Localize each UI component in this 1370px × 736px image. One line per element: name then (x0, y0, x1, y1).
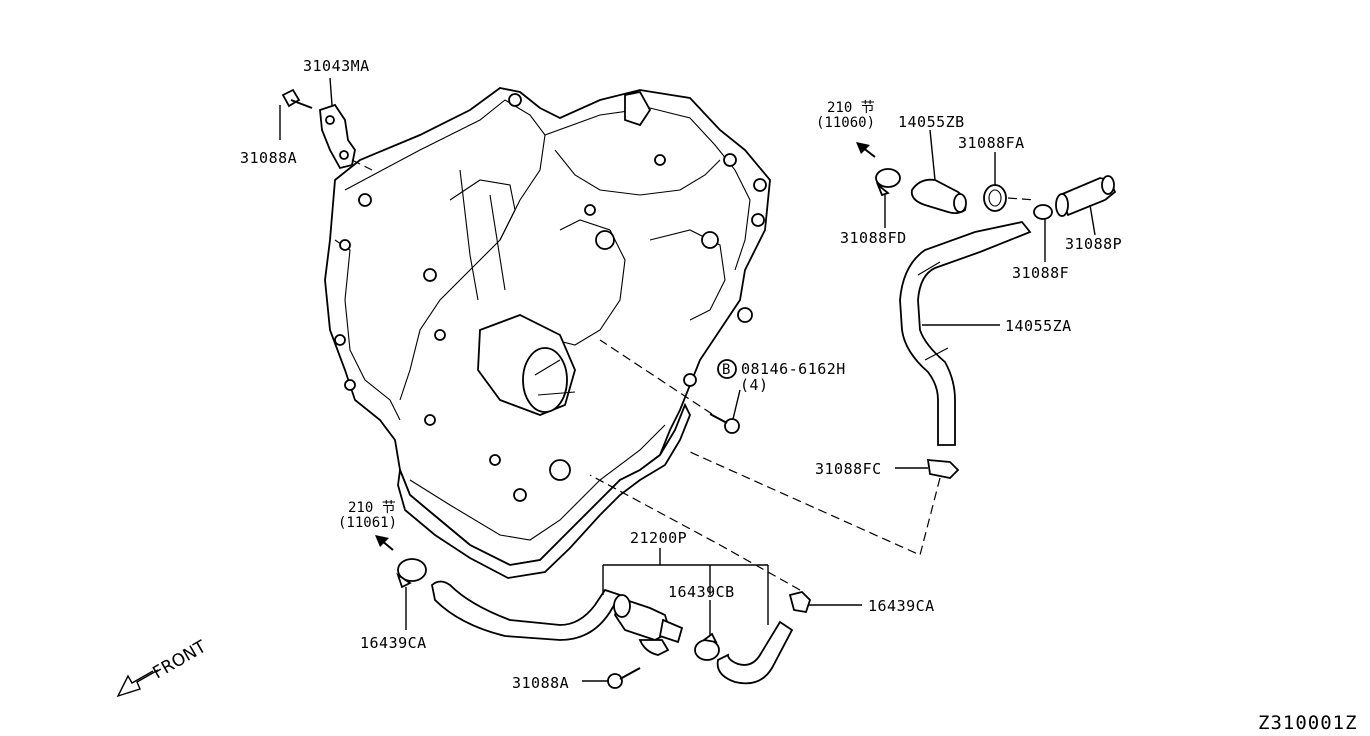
label-16439CA-right: 16439CA (868, 597, 935, 615)
front-arrow (116, 669, 159, 698)
label-31088A-bottom: 31088A (512, 674, 569, 692)
ref-section-top-line1: 210 节 (827, 100, 875, 116)
clamp-16439CA-right (788, 591, 862, 614)
diagram-id: Z310001Z (1258, 712, 1358, 734)
front-label: FRONT (150, 637, 211, 684)
hose-14055ZB (910, 129, 967, 215)
label-14055ZA: 14055ZA (1005, 317, 1072, 335)
bolt-badge-circle (717, 359, 737, 379)
label-31043MA: 31043MA (303, 57, 370, 75)
label-31088FD: 31088FD (840, 229, 907, 247)
leader-bracket (351, 159, 373, 171)
label-21200P: 21200P (630, 529, 687, 547)
transmission-assembly (324, 87, 771, 579)
label-14055ZB: 14055ZB (898, 113, 965, 131)
clamp-16439CA-left (396, 558, 427, 630)
label-31088A-top: 31088A (240, 149, 297, 167)
label-31088P: 31088P (1065, 235, 1122, 253)
label-08146-qty: (4) (740, 376, 769, 394)
label-16439CB: 16439CB (668, 583, 735, 601)
leader-ca-right (589, 474, 801, 591)
label-31088FC: 31088FC (815, 460, 882, 478)
bracket-31043MA (319, 77, 356, 170)
clamp-16439CB (694, 600, 720, 661)
clamp-31088FD (875, 168, 901, 228)
ref-arrow-bottom (375, 535, 394, 551)
connector-31088P (1055, 175, 1117, 236)
bolt-badge: B (722, 362, 730, 378)
hose-left-bottom (431, 580, 622, 641)
bolt-08146 (709, 389, 741, 434)
label-31088F: 31088F (1012, 264, 1069, 282)
leader-fa (1007, 197, 1036, 201)
ref-arrow-top (856, 142, 876, 158)
clamp-31088F (1033, 204, 1053, 262)
ref-section-top-line2: (11060) (816, 115, 875, 131)
label-31088FA: 31088FA (958, 134, 1025, 152)
bolt-31088A-bottom (582, 667, 641, 689)
leader-bolt (599, 339, 713, 415)
hose-right-bottom (716, 620, 794, 685)
hose-14055ZA (899, 221, 1032, 446)
label-16439CA-left: 16439CA (360, 634, 427, 652)
label-08146-6162H: 08146-6162H (741, 360, 846, 378)
ref-section-bottom-line1: 210 节 (348, 500, 396, 516)
ref-section-bottom-line2: (11061) (338, 515, 397, 531)
bolt-31088A-top (279, 88, 313, 140)
clamp-31088FA (983, 152, 1007, 212)
valve-21200P (602, 548, 769, 656)
clamp-31088FC (895, 459, 960, 479)
